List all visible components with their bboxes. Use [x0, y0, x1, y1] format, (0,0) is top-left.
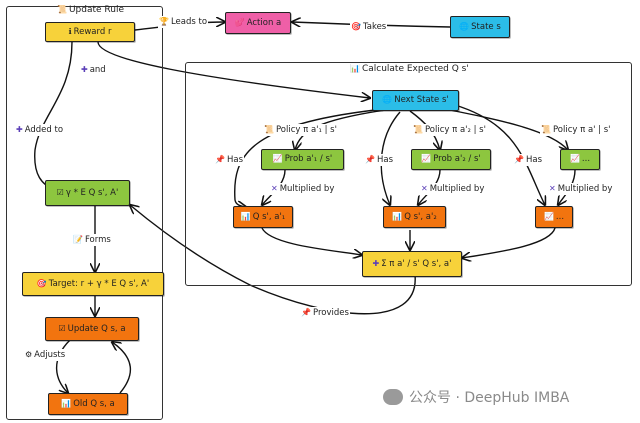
bar-chart-icon: 📊 [240, 211, 251, 221]
plus-icon: ✚ [81, 65, 88, 74]
pin-icon: 📌 [215, 155, 225, 164]
pin-icon: 📌 [301, 308, 311, 317]
added-to-label: ✚Added to [15, 124, 65, 136]
bar-chart-icon: 📊 [392, 211, 403, 221]
target-icon: 🎯 [36, 278, 47, 288]
check-icon: ☑ [56, 187, 64, 197]
has1-label: 📌Has [214, 154, 244, 166]
update-node: ☑Update Q s, a [45, 317, 139, 341]
chart-icon: 📊 [350, 64, 360, 73]
edge-sum-gamma [130, 205, 416, 315]
prob2-node: 📈Prob a'₂ / s' [411, 149, 491, 170]
gamma-node: ☑γ * E Q s', A' [45, 180, 130, 206]
cross-icon: ✕ [421, 184, 428, 193]
scroll-icon: 📜 [264, 125, 274, 134]
scroll-icon: 📜 [541, 125, 551, 134]
expected-q-frame [185, 62, 632, 286]
scroll-icon: 📜 [413, 125, 423, 134]
prob1-node: 📈Prob a'₁ / s' [261, 149, 344, 170]
old-q-node: 📊Old Q s, a [48, 393, 128, 415]
has2-label: 📌Has [364, 154, 394, 166]
takes-label: 🎯Takes [350, 21, 388, 33]
next-state-node: 🌐Next State s' [372, 90, 459, 111]
sum-node: ✚Σ π a' / s' Q s', a' [362, 251, 462, 277]
chart-up-icon: 📈 [421, 154, 432, 164]
pin-icon: 📌 [365, 155, 375, 164]
mult2-label: ✕Multiplied by [420, 183, 486, 195]
update-rule-frame-title: 📜Update Rule [57, 5, 125, 15]
plus-icon: ✚ [16, 125, 23, 134]
chart-up-icon: 📈 [272, 154, 283, 164]
watermark: 公众号 · DeepHub IMBA [409, 390, 570, 406]
edge-reward-nextstate [97, 41, 370, 98]
state-node: 🌐State s [450, 16, 510, 38]
mult1-label: ✕Multiplied by [270, 183, 336, 195]
q1-node: 📊Q s', a'₁ [233, 206, 293, 228]
pencil-icon: 📝 [73, 235, 83, 244]
leads-to-label: 🏆Leads to [158, 16, 209, 28]
globe-icon: 🌐 [459, 21, 470, 31]
edge-next-q1 [234, 109, 376, 207]
edge-update-oldq [55, 339, 71, 393]
update-rule-frame [6, 6, 163, 420]
chart-up-icon: 📈 [569, 154, 580, 164]
heart-icon: 💕 [234, 17, 245, 27]
policy2-label: 📜Policy π a'₂ | s' [412, 124, 487, 136]
target-icon: 🎯 [351, 22, 361, 31]
and-label: ✚and [80, 64, 107, 76]
edge-next-q3 [454, 104, 545, 205]
q3-node: 📈... [535, 206, 573, 228]
info-icon: ℹ [68, 26, 72, 36]
edge-q3-sum [462, 227, 556, 258]
edge-reward-gamma [34, 41, 73, 190]
edge-q1-sum [261, 227, 362, 255]
scroll-icon: 📜 [57, 5, 67, 14]
cross-icon: ✕ [549, 184, 556, 193]
mult3-label: ✕Multiplied by [548, 183, 614, 195]
wechat-logo [383, 389, 403, 405]
globe-icon: 🌐 [382, 95, 393, 105]
has3-label: 📌Has [513, 154, 543, 166]
adjusts-label: ⚙Adjusts [24, 349, 67, 361]
bar-chart-icon: 📈 [543, 211, 554, 221]
expected-q-frame-title: 📊Calculate Expected Q s' [350, 64, 469, 74]
pin-icon: 📌 [514, 155, 524, 164]
action-node: 💕Action a [225, 12, 291, 34]
target-node: 🎯Target: r + γ * E Q s', A' [22, 272, 164, 296]
bar-chart-icon: 📊 [61, 398, 72, 408]
policy3-label: 📜Policy π a' | s' [540, 124, 612, 136]
policy1-label: 📜Policy π a'₁ | s' [263, 124, 338, 136]
cross-icon: ✕ [271, 184, 278, 193]
edge-oldq-update [112, 342, 132, 394]
forms-label: 📝Forms [72, 234, 112, 246]
q2-node: 📊Q s', a'₂ [383, 206, 446, 228]
provides-label: 📌Provides [300, 307, 350, 319]
gear-icon: ⚙ [25, 350, 33, 359]
check-icon: ☑ [58, 323, 66, 333]
trophy-icon: 🏆 [159, 17, 169, 26]
prob3-node: 📈... [560, 149, 600, 170]
edge-next-prob3 [439, 107, 568, 150]
plus-icon: ✚ [372, 258, 380, 268]
